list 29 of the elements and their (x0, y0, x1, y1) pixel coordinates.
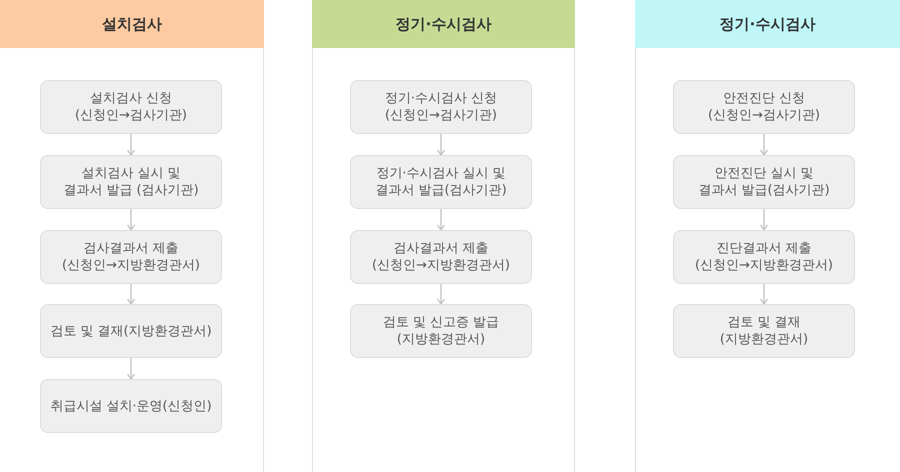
process-box: 정기·수시검사 신청 (신청인→검사기관) (350, 80, 532, 134)
header-band: 정기·수시검사 (635, 0, 900, 48)
process-box: 검토 및 신고증 발급 (지방환경관서) (350, 304, 532, 358)
process-box: 검토 및 결재(지방환경관서) (40, 304, 222, 358)
process-box: 안전진단 신청 (신청인→검사기관) (673, 80, 855, 134)
process-box: 설치검사 신청 (신청인→검사기관) (40, 80, 222, 134)
process-box: 안전진단 실시 및 결과서 발급(검사기관) (673, 155, 855, 209)
arrow (760, 209, 768, 231)
process-box: 검토 및 결재 (지방환경관서) (673, 304, 855, 358)
column-panel (635, 0, 900, 472)
process-box: 정기·수시검사 실시 및 결과서 발급(검사기관) (350, 155, 532, 209)
process-box: 검사결과서 제출 (신청인→지방환경관서) (350, 230, 532, 284)
arrow (126, 358, 136, 380)
process-box: 취급시설 설치·운영(신청인) (40, 379, 222, 433)
arrow (760, 284, 768, 305)
arrow (126, 209, 136, 231)
header-band: 정기·수시검사 (312, 0, 575, 48)
process-box: 검사결과서 제출 (신청인→지방환경관서) (40, 230, 222, 284)
header-band: 설치검사 (0, 0, 264, 48)
process-box: 진단결과서 제출 (신청인→지방환경관서) (673, 230, 855, 284)
column-panel (0, 0, 264, 472)
arrow (126, 134, 136, 156)
arrow (436, 209, 446, 231)
column-panel (312, 0, 575, 472)
arrow (126, 284, 136, 305)
process-box: 설치검사 실시 및 결과서 발급 (검사기관) (40, 155, 222, 209)
arrow (436, 134, 446, 156)
arrow (760, 134, 768, 156)
arrow (436, 284, 446, 305)
